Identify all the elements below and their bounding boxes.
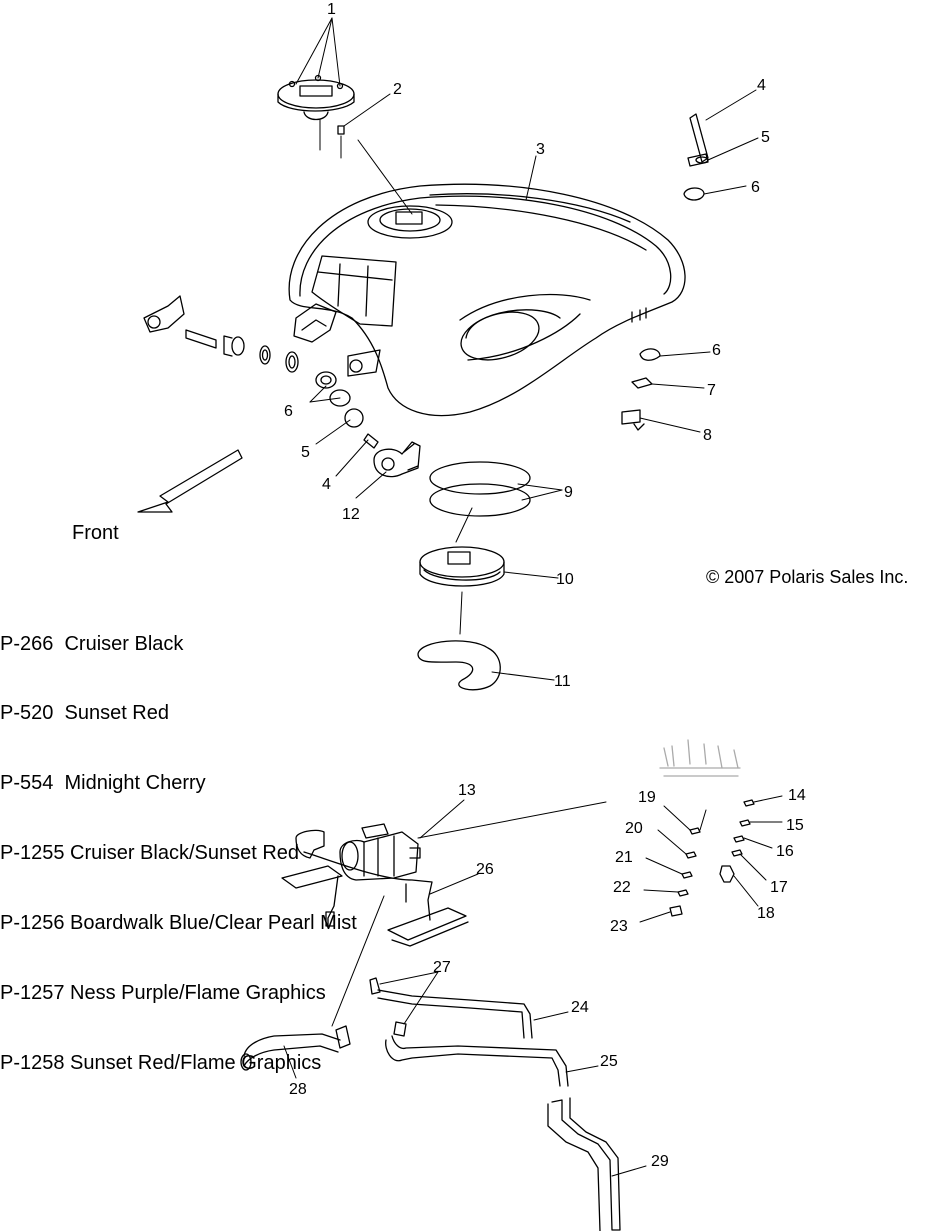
front-label: Front (72, 522, 119, 544)
callout-label: 1 (327, 1, 336, 18)
callout-label: 11 (554, 673, 571, 690)
faded-hardware-group (659, 739, 741, 777)
callout-label: 6 (712, 342, 721, 359)
callout-label: 27 (433, 959, 451, 976)
callout-label: 6 (284, 403, 293, 420)
callout-label: 4 (322, 476, 331, 493)
callout-label: 13 (458, 782, 476, 799)
callout-label: 25 (600, 1053, 618, 1070)
paint-code-list: P-266 Cruiser Black P-520 Sunset Red P-5… (0, 586, 357, 1099)
callout-label: 16 (776, 843, 794, 860)
callout-label: 23 (610, 918, 628, 935)
callout-label: 10 (556, 571, 574, 588)
callout-label: 24 (571, 999, 589, 1016)
callout-label: 19 (638, 789, 656, 806)
fuel-tank (288, 139, 686, 417)
copyright-notice: © 2007 Polaris Sales Inc. (706, 567, 909, 587)
callout-label: 5 (761, 129, 770, 146)
paint-code-item: P-1256 Boardwalk Blue/Clear Pearl Mist (0, 912, 357, 935)
right-mount-hardware (683, 113, 709, 201)
callout-label: 17 (770, 879, 788, 896)
small-fasteners (669, 799, 755, 917)
paint-code-item: P-266 Cruiser Black (0, 632, 184, 655)
callout-label: 2 (393, 81, 402, 98)
paint-code-item: P-520 Sunset Red (0, 702, 169, 725)
callout-label: 15 (786, 817, 804, 834)
paint-code-item: P-554 Midnight Cherry (0, 772, 206, 795)
cap-screw (337, 125, 345, 159)
fuel-lines (240, 895, 621, 1231)
callout-label: 21 (615, 849, 633, 866)
mount-bracket (373, 441, 421, 478)
fuel-pump-assembly (281, 801, 607, 947)
callout-label: 5 (301, 444, 310, 461)
callout-label: 7 (707, 382, 716, 399)
rear-mount-hardware (621, 348, 661, 431)
paint-code-item: P-1255 Cruiser Black/Sunset Red (0, 842, 300, 865)
callout-label: 22 (613, 879, 631, 896)
o-rings (429, 461, 531, 543)
left-mount-hardware (143, 295, 379, 449)
lock-ring (417, 640, 501, 691)
callout-label: 9 (564, 484, 573, 501)
callout-label: 29 (651, 1153, 669, 1170)
callout-label: 20 (625, 820, 643, 837)
front-arrow: Front (72, 449, 243, 544)
callout-label: 14 (788, 787, 806, 804)
paint-code-item: P-1258 Sunset Red/Flame Graphics (0, 1051, 322, 1074)
fuel-pump-flange (419, 546, 505, 635)
callout-label: 28 (289, 1081, 307, 1098)
callout-label: 6 (751, 179, 760, 196)
callout-label: 26 (476, 861, 494, 878)
callout-label: 18 (757, 905, 775, 922)
callout-label: 8 (703, 427, 712, 444)
callout-label: 12 (342, 506, 360, 523)
gas-cap (277, 74, 355, 151)
callout-label: 4 (757, 77, 766, 94)
leader-lines (283, 17, 783, 1177)
paint-code-item: P-1257 Ness Purple/Flame Graphics (0, 982, 326, 1005)
callout-label: 3 (536, 141, 545, 158)
callout-numbers: 1 2 3 4 5 6 6 5 4 6 7 8 9 10 11 12 13 14… (284, 1, 806, 1170)
